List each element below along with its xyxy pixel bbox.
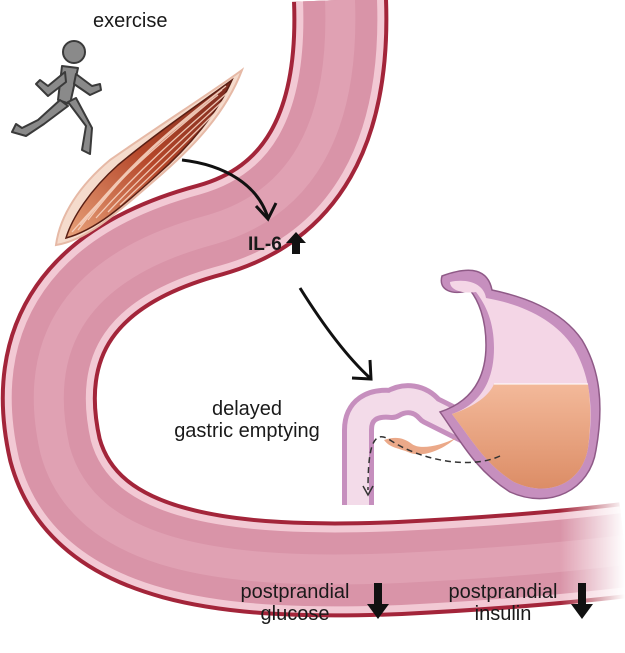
postprandial-glucose-label: postprandial glucose [230, 581, 360, 625]
gastric-emptying-label: delayed gastric emptying [152, 398, 342, 442]
exercise-label: exercise [93, 10, 167, 32]
gastric-emptying-line1: delayed [152, 398, 342, 420]
glucose-line2: glucose [230, 603, 360, 625]
gastric-emptying-line2: gastric emptying [152, 420, 342, 442]
il6-to-stomach-arrow [300, 288, 370, 378]
insulin-line1: postprandial [438, 581, 568, 603]
glucose-line1: postprandial [230, 581, 360, 603]
running-person-icon [12, 41, 101, 154]
postprandial-insulin-label: postprandial insulin [438, 581, 568, 625]
insulin-line2: insulin [438, 603, 568, 625]
il6-label: IL-6 [248, 234, 282, 256]
stomach-icon [358, 270, 600, 505]
